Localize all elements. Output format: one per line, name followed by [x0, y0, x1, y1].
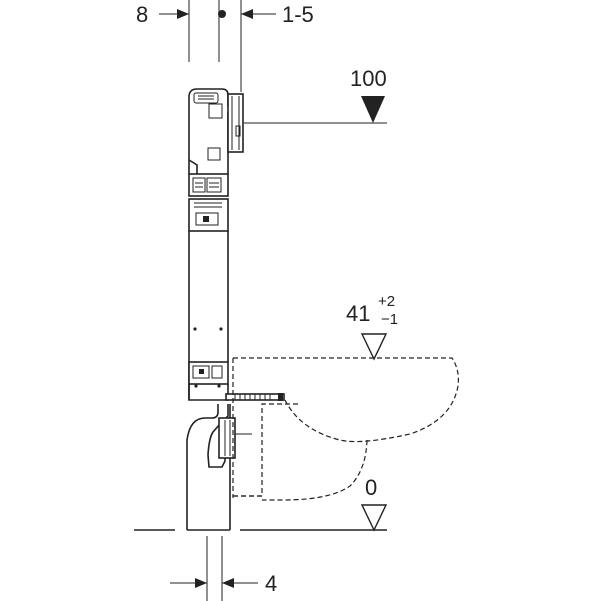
- level-41-label: 41: [346, 301, 370, 326]
- bottom-dimension: 4: [170, 536, 277, 601]
- installation-frame: [188, 88, 285, 401]
- top-dimension: 8 1-5: [136, 0, 314, 92]
- level-marker-100: 100: [244, 66, 387, 124]
- level-0-label: 0: [365, 475, 377, 500]
- drain-pipe-bend: [186, 404, 252, 531]
- level-100-label: 100: [350, 66, 387, 91]
- level-41-tolerance-plus: +2: [378, 293, 395, 310]
- dim-top-right-label: 1-5: [282, 2, 314, 27]
- level-41-tolerance-minus: −1: [381, 311, 398, 328]
- level-marker-0: 0: [360, 475, 388, 532]
- dim-top-left-label: 8: [136, 2, 148, 27]
- wc-outline: [232, 357, 459, 501]
- dim-bottom-label: 4: [265, 571, 277, 596]
- level-marker-41: 41 +2 −1: [346, 293, 398, 361]
